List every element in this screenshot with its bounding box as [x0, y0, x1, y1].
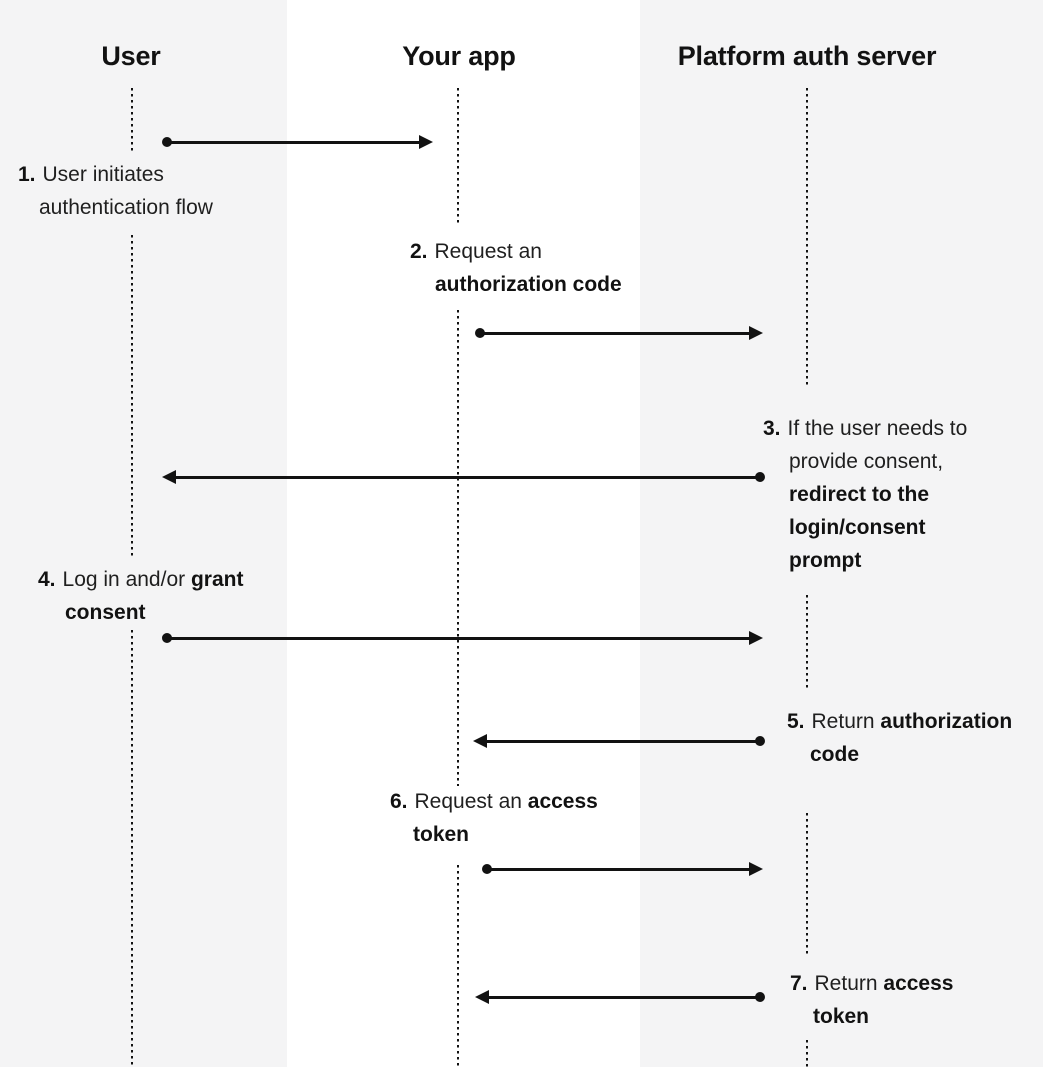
lifeline-platform: [806, 595, 808, 688]
step-number: 6.: [390, 790, 408, 813]
message-arrow-step-7-platform-to-app: [475, 990, 765, 1004]
step-label-text: consent: [65, 601, 146, 624]
message-arrow-step-2-app-to-platform: [475, 326, 763, 340]
lifeline-platform: [806, 1040, 808, 1067]
arrow-origin-dot-icon: [482, 864, 492, 874]
step-label-line: 1. User initiates: [18, 158, 213, 191]
arrowhead-icon: [419, 135, 433, 149]
lifeline-platform: [806, 88, 808, 385]
step-label-text: If the user needs to: [787, 417, 968, 440]
step-label-line: consent: [65, 596, 243, 629]
step-label-text: token: [813, 1005, 870, 1028]
arrowhead-icon: [162, 470, 176, 484]
arrow-shaft: [167, 636, 751, 640]
step-label-text: code: [810, 743, 860, 766]
message-arrow-step-4-user-to-platform: [162, 631, 763, 645]
step-label-line: 7. Return access: [790, 967, 953, 1000]
step-label-text: token: [413, 823, 470, 846]
arrowhead-icon: [749, 631, 763, 645]
participant-header-platform-auth-server: Platform auth server: [677, 41, 937, 71]
arrow-origin-dot-icon: [475, 328, 485, 338]
step-label-5: 5. Return authorization code: [787, 705, 1012, 771]
step-label-text: User initiates: [42, 163, 164, 186]
step-number: 7.: [790, 972, 808, 995]
step-number: 5.: [787, 710, 805, 733]
step-label-2: 2. Request an authorization code: [410, 235, 622, 301]
step-label-text: login/consent: [789, 516, 926, 539]
step-label-6: 6. Request an access token: [390, 785, 598, 851]
lifeline-app: [457, 310, 459, 786]
step-label-text: provide consent,: [789, 450, 944, 473]
column-user-background: [0, 0, 287, 1067]
step-label-text: Request an: [414, 790, 528, 813]
arrow-shaft: [174, 475, 760, 479]
step-label-line: prompt: [789, 544, 967, 577]
step-number: 1.: [18, 163, 36, 186]
arrowhead-icon: [475, 990, 489, 1004]
step-label-text: access: [883, 972, 954, 995]
step-label-text: grant: [190, 568, 244, 591]
step-label-line: 2. Request an: [410, 235, 622, 268]
step-label-line: provide consent,: [789, 445, 967, 478]
participant-header-user: User: [101, 41, 161, 71]
column-app-background: [287, 0, 640, 1067]
step-label-3: 3. If the user needs to provide consent, re…: [763, 412, 967, 577]
arrow-origin-dot-icon: [162, 633, 172, 643]
step-label-line: authorization code: [435, 268, 622, 301]
arrow-origin-dot-icon: [755, 736, 765, 746]
arrow-origin-dot-icon: [162, 137, 172, 147]
arrow-shaft: [167, 140, 421, 144]
arrow-origin-dot-icon: [755, 472, 765, 482]
step-label-text: authorization code: [435, 273, 622, 296]
step-label-line: code: [810, 738, 1012, 771]
step-label-text: Log in and/or: [62, 568, 191, 591]
step-label-line: 5. Return authorization: [787, 705, 1012, 738]
step-label-7: 7. Return access token: [790, 967, 953, 1033]
step-label-text: Request an: [434, 240, 542, 263]
arrow-shaft: [487, 867, 751, 871]
arrowhead-icon: [749, 862, 763, 876]
step-number: 4.: [38, 568, 56, 591]
lifeline-app: [457, 88, 459, 224]
step-number: 3.: [763, 417, 781, 440]
lifeline-user: [131, 235, 133, 557]
arrow-shaft: [485, 739, 760, 743]
step-label-text: authorization: [880, 710, 1013, 733]
step-label-text: Return: [811, 710, 881, 733]
step-number: 2.: [410, 240, 428, 263]
arrow-shaft: [480, 331, 751, 335]
step-label-line: 3. If the user needs to: [763, 412, 967, 445]
step-label-line: 4. Log in and/or grant: [38, 563, 243, 596]
lifeline-app: [457, 865, 459, 1067]
arrowhead-icon: [473, 734, 487, 748]
step-label-line: login/consent: [789, 511, 967, 544]
step-label-text: redirect to the: [789, 483, 930, 506]
step-label-line: 6. Request an access: [390, 785, 598, 818]
step-label-text: access: [527, 790, 598, 813]
lifeline-user: [131, 630, 133, 1067]
step-label-line: redirect to the: [789, 478, 967, 511]
step-label-text: Return: [814, 972, 884, 995]
participant-header-your-app: Your app: [402, 41, 516, 71]
arrowhead-icon: [749, 326, 763, 340]
message-arrow-step-6-app-to-platform: [482, 862, 763, 876]
arrow-origin-dot-icon: [755, 992, 765, 1002]
step-label-1: 1. User initiates authentication flow: [18, 158, 213, 224]
step-label-4: 4. Log in and/or grant consent: [38, 563, 243, 629]
step-label-text: prompt: [789, 549, 862, 572]
lifeline-user: [131, 88, 133, 152]
step-label-text: authentication flow: [39, 196, 213, 219]
message-arrow-step-1-user-to-app: [162, 135, 433, 149]
step-label-line: authentication flow: [39, 191, 213, 224]
lifeline-platform: [806, 813, 808, 955]
message-arrow-step-3-platform-to-user: [162, 470, 765, 484]
arrow-shaft: [487, 995, 760, 999]
step-label-line: token: [413, 818, 598, 851]
message-arrow-step-5-platform-to-app: [473, 734, 765, 748]
step-label-line: token: [813, 1000, 953, 1033]
column-platform-background: [640, 0, 1043, 1067]
